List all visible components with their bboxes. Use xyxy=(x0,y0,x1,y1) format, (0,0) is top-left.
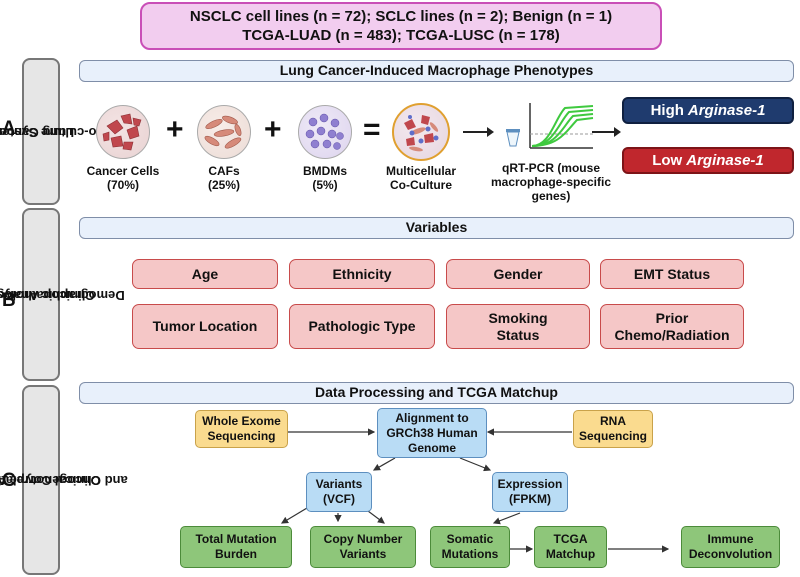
cancer-cells-text: Cancer Cells xyxy=(86,164,160,178)
rna-text-1: RNA xyxy=(600,414,626,428)
high-arginase-box: High Arginase-1 xyxy=(622,97,794,124)
low-prefix: Low xyxy=(652,152,683,169)
rna-sequencing-box: RNA Sequencing xyxy=(573,410,653,448)
smoking-text-1: Smoking xyxy=(488,309,548,326)
arrow-to-qpcr-icon xyxy=(463,127,494,137)
co-culture-dish-icon xyxy=(392,103,450,161)
variable-pathologic-type: Pathologic Type xyxy=(289,304,435,349)
plus-symbol-1: + xyxy=(166,113,184,146)
bmdms-dish-icon xyxy=(298,105,352,159)
section-a-letter: A xyxy=(2,118,16,139)
section-b-header: Variables xyxy=(79,217,794,239)
section-a-header: Lung Cancer-Induced Macrophage Phenotype… xyxy=(79,60,794,82)
cafs-text: CAFs xyxy=(208,164,240,178)
somatic-text-2: Mutations xyxy=(441,547,499,561)
immune-deconvolution-box: Immune Deconvolution xyxy=(681,526,780,568)
plus-symbol-2: + xyxy=(264,113,282,146)
qpcr-label: qRT-PCR (mouse macrophage-specific genes… xyxy=(487,161,615,203)
bmdms-label: BMDMs (5%) xyxy=(293,164,357,192)
variable-tumor-location: Tumor Location xyxy=(132,304,278,349)
variable-emt-status: EMT Status xyxy=(600,259,744,289)
cancer-cells-percent: (70%) xyxy=(106,178,139,192)
tumor-location-text: Tumor Location xyxy=(152,318,258,334)
smoking-text-2: Status xyxy=(496,326,540,343)
variants-text-2: (VCF) xyxy=(323,492,355,506)
somatic-text-1: Somatic xyxy=(446,532,494,546)
cancer-cells-dish-icon xyxy=(96,105,150,159)
expression-text-1: Expression xyxy=(497,477,563,491)
cafs-label: CAFs (25%) xyxy=(192,164,256,192)
qpcr-text-1: qRT-PCR (mouse xyxy=(501,161,600,175)
cnv-text-1: Copy Number xyxy=(323,532,403,546)
expression-text-2: (FPKM) xyxy=(509,492,551,506)
section-b-letter: B xyxy=(2,290,16,311)
expression-box: Expression (FPKM) xyxy=(492,472,568,512)
arrow-to-results-icon xyxy=(592,127,621,137)
section-b-tab: Clinicopathologic andDemographic Analysi… xyxy=(0,208,125,381)
prior-text-2: Chemo/Radiation xyxy=(614,326,730,343)
bmdms-text: BMDMs xyxy=(303,164,347,178)
prior-text-1: Prior xyxy=(655,309,689,326)
rna-text-2: Sequencing xyxy=(578,429,647,443)
copy-number-variants-box: Copy Number Variants xyxy=(310,526,416,568)
alignment-text-3: Genome xyxy=(407,440,456,455)
variants-box: Variants (VCF) xyxy=(306,472,372,512)
alignment-text-2: GRCh38 Human xyxy=(386,425,478,440)
variable-smoking-status: Smoking Status xyxy=(446,304,590,349)
tcga-matchup-box: TCGA Matchup xyxy=(534,526,607,568)
low-gene: Arginase-1 xyxy=(686,152,764,169)
total-mutation-burden-box: Total Mutation Burden xyxy=(180,526,292,568)
wes-text-2: Sequencing xyxy=(207,429,276,443)
variants-text-1: Variants xyxy=(315,477,363,491)
qpcr-curve-icon xyxy=(506,103,594,149)
cancer-cells-label: Cancer Cells (70%) xyxy=(80,164,166,192)
section-c-tab: Oncogenotype Analysisand Clinical Correl… xyxy=(0,385,128,575)
immune-text-2: Deconvolution xyxy=(688,547,773,561)
wes-text-1: Whole Exome xyxy=(202,414,281,428)
cnv-text-2: Variants xyxy=(339,547,387,561)
bmdms-percent: (5%) xyxy=(312,178,338,192)
whole-exome-sequencing-box: Whole Exome Sequencing xyxy=(195,410,288,448)
alignment-box: Alignment to GRCh38 Human Genome xyxy=(377,408,487,458)
co-culture-text-1: Multicellular xyxy=(385,164,456,178)
cohort-line-1: NSCLC cell lines (n = 72); SCLC lines (n… xyxy=(189,8,613,25)
tmb-text-2: Burden xyxy=(215,547,257,561)
tcga-text-1: TCGA xyxy=(553,532,588,546)
cafs-dish-icon xyxy=(197,105,251,159)
qpcr-text-3: genes) xyxy=(531,189,571,203)
variable-gender: Gender xyxy=(446,259,590,289)
alignment-text-1: Alignment to xyxy=(395,410,469,425)
co-culture-text-2: Co-Culture xyxy=(390,178,452,192)
low-arginase-box: Low Arginase-1 xyxy=(622,147,794,174)
pathologic-type-text: Pathologic Type xyxy=(308,318,416,334)
high-gene: Arginase-1 xyxy=(687,102,766,119)
equals-symbol: = xyxy=(363,113,381,146)
high-prefix: High xyxy=(650,102,684,119)
qpcr-text-2: macrophage-specific xyxy=(490,175,612,189)
section-c-letter: C xyxy=(2,470,16,491)
cafs-percent: (25%) xyxy=(207,178,240,192)
section-c-header: Data Processing and TCGA Matchup xyxy=(79,382,794,404)
variable-age: Age xyxy=(132,259,278,289)
tcga-text-2: Matchup xyxy=(545,547,596,561)
variable-ethnicity: Ethnicity xyxy=(289,259,435,289)
co-culture-label: Multicellular Co-Culture xyxy=(378,164,464,192)
somatic-mutations-box: Somatic Mutations xyxy=(430,526,510,568)
cohort-line-2: TCGA-LUAD (n = 483); TCGA-LUSC (n = 178) xyxy=(242,27,560,44)
tmb-text-1: Total Mutation xyxy=(195,532,277,546)
immune-text-1: Immune xyxy=(707,532,754,546)
cohort-summary-box: NSCLC cell lines (n = 72); SCLC lines (n… xyxy=(140,2,662,50)
variable-prior-chemo-radiation: Prior Chemo/Radiation xyxy=(600,304,744,349)
